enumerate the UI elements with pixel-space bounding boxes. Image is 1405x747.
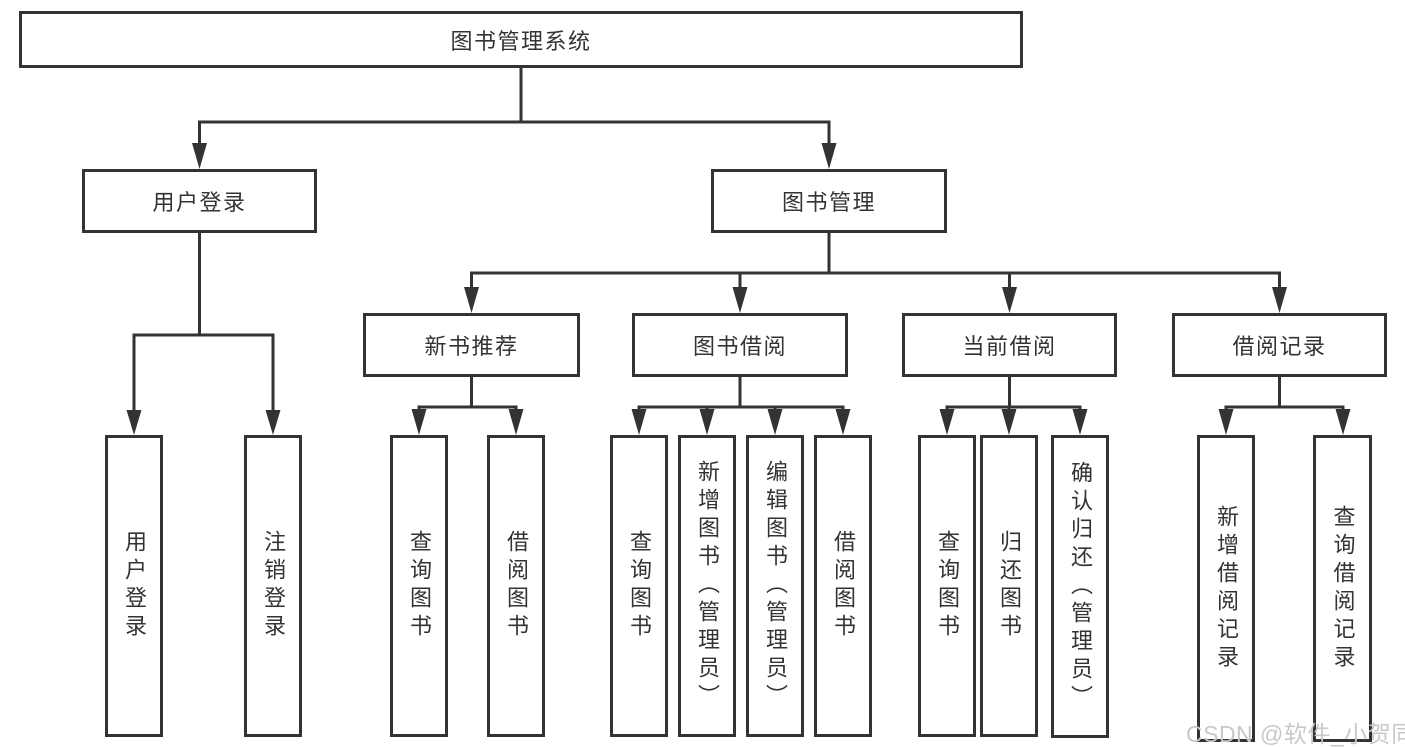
watermark: CSDN @软件_小贺同学 xyxy=(1186,721,1405,747)
connector-book-borrow-children xyxy=(631,377,851,435)
node-book-management: 图书管理 xyxy=(711,169,947,233)
node-book-borrow: 图书借阅 xyxy=(632,313,848,377)
node-return-books: 归还图书 xyxy=(980,435,1038,737)
connector-book-management-children xyxy=(464,233,1287,313)
node-borrow-books-recommend: 借阅图书 xyxy=(487,435,545,737)
node-query-books-borrow: 查询图书 xyxy=(610,435,668,737)
node-borrow-records: 借阅记录 xyxy=(1172,313,1387,377)
connector-root-to-level2 xyxy=(192,68,837,169)
connector-user-login-children xyxy=(126,233,281,435)
node-add-books-admin: 新增图书（管理员） xyxy=(678,435,736,737)
connector-new-book-recommend-children xyxy=(411,377,524,435)
connector-current-borrow-children xyxy=(939,377,1088,435)
node-new-book-recommend: 新书推荐 xyxy=(363,313,580,377)
node-user-login-action: 用户登录 xyxy=(105,435,163,737)
connector-borrow-records-children xyxy=(1218,377,1351,435)
node-root: 图书管理系统 xyxy=(19,11,1023,68)
node-query-books-recommend: 查询图书 xyxy=(390,435,448,737)
node-confirm-return-admin: 确认归还（管理员） xyxy=(1051,435,1109,738)
node-add-borrow-record: 新增借阅记录 xyxy=(1197,435,1255,742)
node-edit-books-admin: 编辑图书（管理员） xyxy=(746,435,804,737)
node-user-login: 用户登录 xyxy=(82,169,317,233)
node-query-books-current: 查询图书 xyxy=(918,435,976,737)
node-logout-action: 注销登录 xyxy=(244,435,302,737)
node-borrow-books: 借阅图书 xyxy=(814,435,872,737)
node-query-borrow-record: 查询借阅记录 xyxy=(1313,435,1372,742)
node-current-borrow: 当前借阅 xyxy=(902,313,1117,377)
